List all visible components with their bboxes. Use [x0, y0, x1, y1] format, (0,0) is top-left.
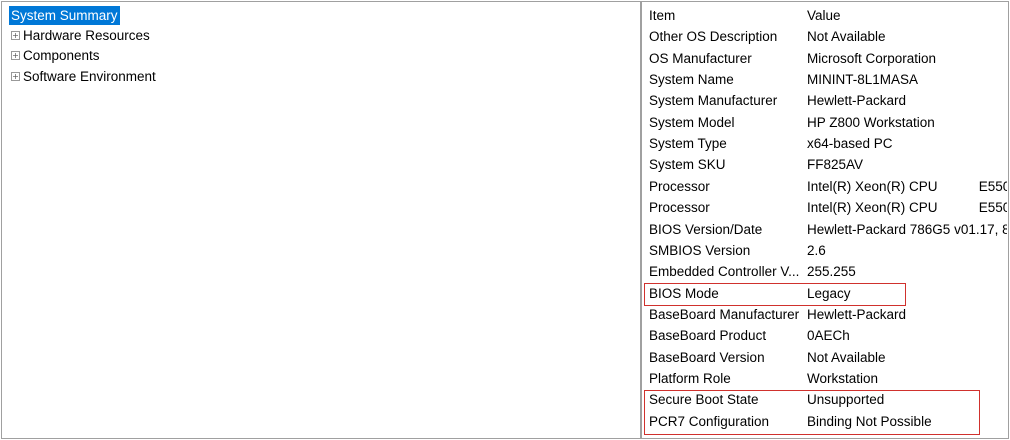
tree-item-hardware-resources[interactable]: +Hardware Resources	[11, 27, 150, 44]
value-cell: Legacy	[807, 285, 851, 301]
category-tree[interactable]: System Summary +Hardware Resources +Comp…	[1, 1, 641, 439]
value-cell: Binding Not Possible	[807, 413, 932, 429]
table-header: Item Value	[642, 5, 1008, 26]
table-row[interactable]: SMBIOS Version 2.6	[642, 240, 1008, 261]
item-cell: Other OS Description	[649, 29, 778, 45]
value-cell: MININT-8L1MASA	[807, 72, 919, 88]
table-row[interactable]: PCR7 Configuration Binding Not Possible	[642, 411, 1008, 432]
item-cell: Processor	[649, 200, 710, 216]
highlight-box-bios-mode	[644, 283, 906, 306]
value-cell: FF825AV	[807, 157, 864, 173]
item-cell: System Model	[649, 114, 735, 130]
table-row[interactable]: Processor Intel(R) Xeon(R) CPU E5506	[642, 176, 1008, 197]
tree-item-components[interactable]: +Components	[11, 47, 100, 64]
table-row[interactable]: Other OS Description Not Available	[642, 26, 1008, 47]
column-header-value[interactable]: Value	[807, 8, 841, 23]
value-cell: HP Z800 Workstation	[807, 114, 935, 130]
item-cell: BaseBoard Product	[649, 328, 767, 344]
value-cell: 2.6	[807, 242, 826, 258]
item-cell: System Manufacturer	[649, 93, 778, 109]
item-cell: System Type	[649, 136, 727, 152]
table-row[interactable]: BaseBoard Manufacturer Hewlett-Packard	[642, 304, 1008, 325]
table-row[interactable]: System Name MININT-8L1MASA	[642, 69, 1008, 90]
table-row[interactable]: OS Manufacturer Microsoft Corporation	[642, 48, 1008, 69]
item-cell: BaseBoard Version	[649, 349, 765, 365]
tree-item-label: Software Environment	[23, 69, 156, 84]
table-row[interactable]: BIOS Version/Date Hewlett-Packard 786G5 v…	[642, 219, 1008, 240]
value-cell: x64-based PC	[807, 136, 893, 152]
value-cell: 0AECh	[807, 328, 850, 344]
plus-expander-icon[interactable]: +	[11, 31, 20, 40]
table-row[interactable]: Platform Role Workstation	[642, 368, 1008, 389]
item-cell: System SKU	[649, 157, 726, 173]
column-header-item[interactable]: Item	[649, 8, 676, 23]
tree-item-label: Components	[23, 48, 100, 63]
item-cell: SMBIOS Version	[649, 242, 751, 258]
table-row[interactable]: BIOS Mode Legacy	[642, 283, 1008, 304]
value-cell: Workstation	[807, 370, 879, 386]
table-row[interactable]: System Model HP Z800 Workstation	[642, 112, 1008, 133]
plus-expander-icon[interactable]: +	[11, 72, 20, 81]
item-cell: BIOS Mode	[649, 285, 719, 301]
tree-item-label: Hardware Resources	[23, 28, 150, 43]
item-cell: OS Manufacturer	[649, 50, 752, 66]
value-cell: Hewlett-Packard	[807, 93, 907, 109]
item-cell: Secure Boot State	[649, 392, 759, 408]
value-cell: Hewlett-Packard	[807, 306, 907, 322]
value-cell: Unsupported	[807, 392, 885, 408]
plus-expander-icon[interactable]: +	[11, 51, 20, 60]
value-cell: 255.255	[807, 264, 856, 280]
table-row[interactable]: System Manufacturer Hewlett-Packard	[642, 90, 1008, 111]
table-row[interactable]: BaseBoard Product 0AECh	[642, 325, 1008, 346]
table-row[interactable]: Secure Boot State Unsupported	[642, 389, 1008, 410]
table-row[interactable]: Embedded Controller V... 255.255	[642, 261, 1008, 282]
item-cell: Platform Role	[649, 370, 731, 386]
tree-item-system-summary[interactable]: System Summary	[9, 6, 120, 25]
table-row[interactable]: Processor Intel(R) Xeon(R) CPU E5506	[642, 197, 1008, 218]
value-cell: Not Available	[807, 29, 886, 45]
value-cell: Intel(R) Xeon(R) CPU E5506	[807, 200, 1007, 216]
table-row[interactable]: System SKU FF825AV	[642, 154, 1008, 175]
tree-item-software-environment[interactable]: +Software Environment	[11, 68, 156, 85]
item-cell: Processor	[649, 178, 710, 194]
value-cell: Microsoft Corporation	[807, 50, 937, 66]
item-cell: PCR7 Configuration	[649, 413, 770, 429]
value-cell: Hewlett-Packard 786G5 v01.17, 8/	[807, 221, 1007, 237]
value-cell: Not Available	[807, 349, 886, 365]
item-cell: BIOS Version/Date	[649, 221, 763, 237]
table-row[interactable]: System Type x64-based PC	[642, 133, 1008, 154]
item-cell: BaseBoard Manufacturer	[649, 306, 800, 322]
highlight-box-secure-boot	[644, 390, 980, 435]
item-cell: Embedded Controller V...	[649, 264, 800, 280]
item-cell: System Name	[649, 72, 734, 88]
value-cell: Intel(R) Xeon(R) CPU E5506	[807, 178, 1007, 194]
table-row[interactable]: BaseBoard Version Not Available	[642, 347, 1008, 368]
